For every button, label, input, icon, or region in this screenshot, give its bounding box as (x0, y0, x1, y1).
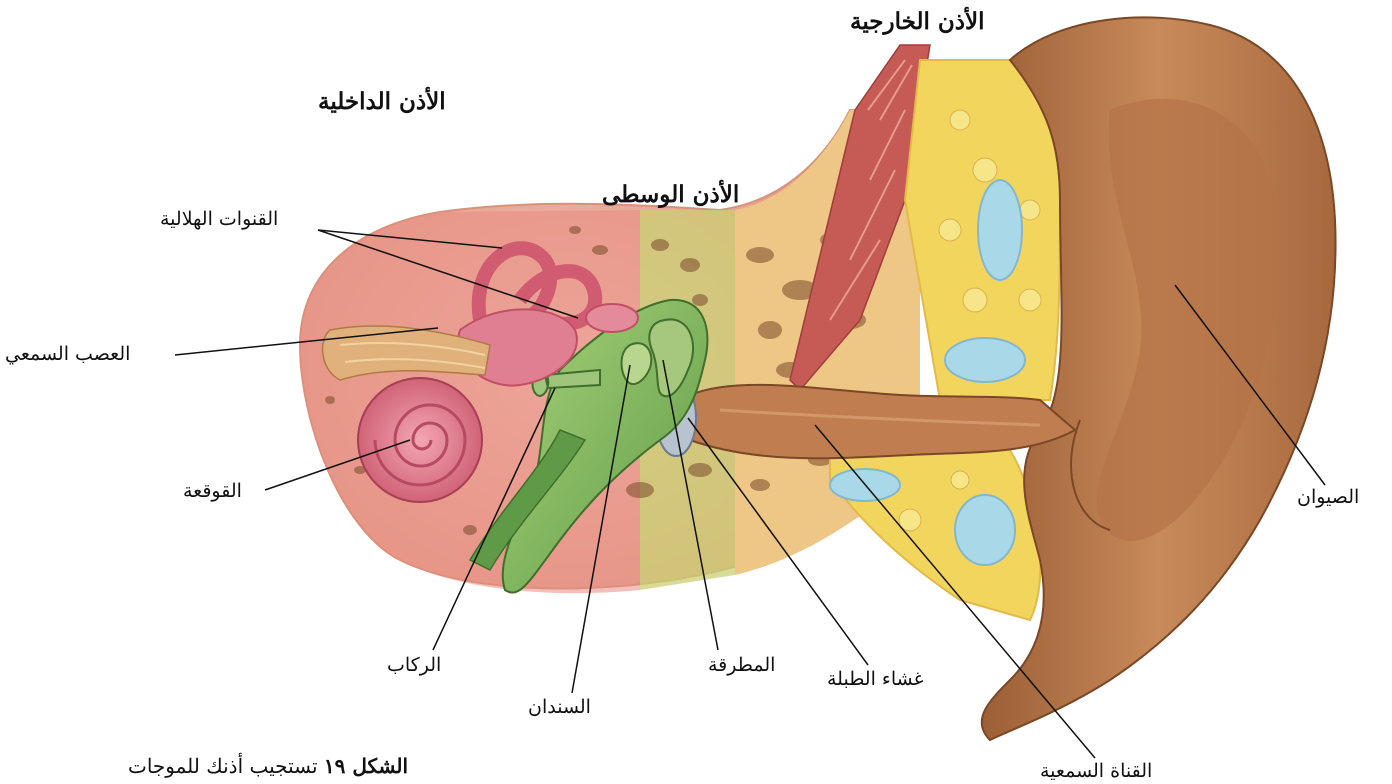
cartilage-4 (955, 495, 1015, 565)
middle-ear-region-label: الأذن الوسطى (602, 183, 739, 206)
figure-number: الشكل ١٩ (324, 754, 408, 778)
figure-caption-text: تستجيب أذنك للموجات (128, 754, 318, 778)
outer-ear-label: الصيوان (1297, 488, 1359, 507)
outer-ear-region-label: الأذن الخارجية (850, 10, 985, 33)
semicircular-canals-label: القنوات الهلالية (160, 210, 278, 229)
cartilage-1 (978, 180, 1022, 280)
cartilage-2 (945, 338, 1025, 382)
cochlea (358, 378, 482, 502)
auditory-nerve-label: العصب السمعي (5, 345, 130, 364)
anvil-label: السندان (528, 698, 591, 717)
stirrup-label: الركاب (387, 656, 441, 675)
ear-canal-label: القناة السمعية (1040, 762, 1152, 781)
inner-ear-region-label: الأذن الداخلية (318, 90, 446, 113)
hammer-label: المطرقة (708, 656, 775, 675)
eardrum-label: غشاء الطبلة (827, 670, 924, 689)
figure-caption: الشكل ١٩ تستجيب أذنك للموجات (128, 756, 408, 776)
cochlea-label: القوقعة (183, 482, 242, 501)
